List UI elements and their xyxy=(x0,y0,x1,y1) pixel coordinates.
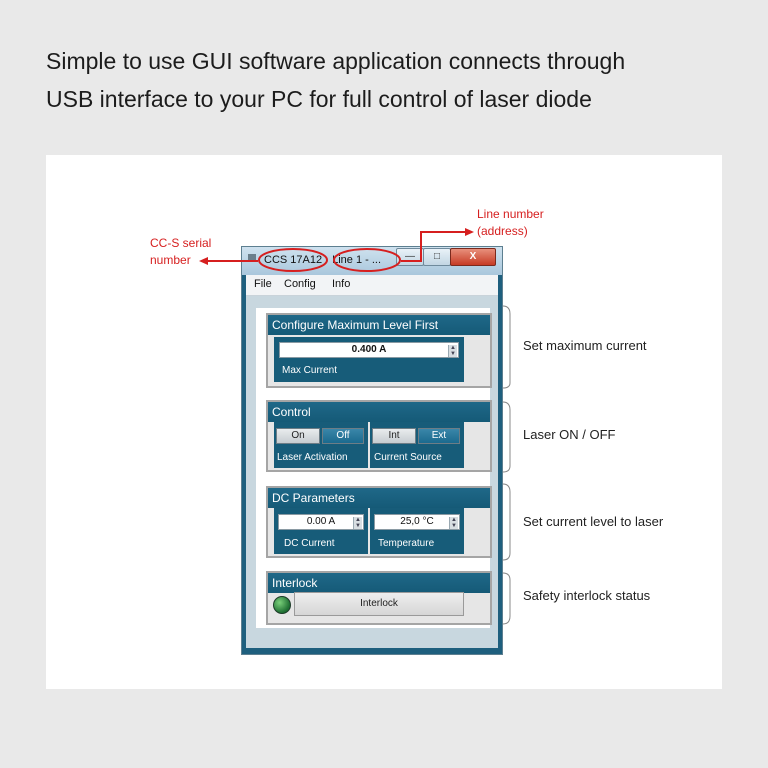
bracket-current-level xyxy=(502,483,511,561)
window-title: CCS 17A12 Line 1 - ... xyxy=(264,254,381,266)
serial-annotation-line-2: number xyxy=(150,253,191,267)
dc-current-value: 0.00 A xyxy=(306,516,336,527)
laser-activation-box: On Off Laser Activation xyxy=(274,422,368,468)
serial-highlight-ellipse xyxy=(258,248,328,272)
serial-annotation-line-1: CC-S serial xyxy=(150,236,212,250)
line-arrow-line xyxy=(401,231,467,262)
line-annotation-line-1: Line number xyxy=(477,207,544,221)
menu-info[interactable]: Info xyxy=(332,278,351,290)
callout-laser-on-off: Laser ON / OFF xyxy=(523,427,616,442)
group-interlock: Interlock Interlock xyxy=(266,571,492,625)
laser-activation-label: Laser Activation xyxy=(277,452,348,463)
group-max-level-title: Configure Maximum Level First xyxy=(268,315,490,335)
group-max-level: Configure Maximum Level First 0.400 A ▲▼… xyxy=(266,313,492,388)
serial-annotation: CC-S serial number xyxy=(150,235,211,269)
group-interlock-title: Interlock xyxy=(268,573,490,593)
callout-interlock: Safety interlock status xyxy=(523,588,651,603)
window-app-icon xyxy=(248,254,256,262)
bracket-interlock xyxy=(502,572,511,625)
temperature-box: 25,0 °C ▲▼ Temperature xyxy=(370,508,464,554)
serial-arrow-head xyxy=(199,257,208,265)
laser-on-button[interactable]: On xyxy=(276,428,320,444)
dc-current-field[interactable]: 0.00 A ▲▼ xyxy=(278,514,364,530)
interlock-button[interactable]: Interlock xyxy=(294,592,464,616)
menu-config[interactable]: Config xyxy=(284,278,316,290)
current-source-box: Int Ext Current Source xyxy=(370,422,464,468)
bracket-laser-on-off xyxy=(502,401,511,473)
callout-current-level: Set current level to laser xyxy=(523,514,664,529)
callout-max-current: Set maximum current xyxy=(523,338,647,353)
temperature-field[interactable]: 25,0 °C ▲▼ xyxy=(374,514,460,530)
laser-off-button[interactable]: Off xyxy=(322,428,364,444)
group-dc-title: DC Parameters xyxy=(268,488,490,508)
close-icon[interactable]: X xyxy=(450,248,496,266)
line-number-text: Line 1 - ... xyxy=(332,254,382,266)
line-annotation: Line number (address) xyxy=(477,206,544,240)
headline: Simple to use GUI software application c… xyxy=(46,42,736,118)
group-control-title: Control xyxy=(268,402,490,422)
status-led-icon xyxy=(273,596,291,614)
spinner-arrows-icon[interactable]: ▲▼ xyxy=(353,517,362,529)
menu-bar: File Config Info xyxy=(246,275,498,296)
current-source-label: Current Source xyxy=(374,452,442,463)
bracket-max-current xyxy=(502,305,511,389)
max-current-box: 0.400 A ▲▼ Max Current xyxy=(274,337,464,382)
line-annotation-line-2: (address) xyxy=(477,224,528,238)
group-dc-parameters: DC Parameters 0.00 A ▲▼ DC Current 25,0 … xyxy=(266,486,492,558)
source-ext-button[interactable]: Ext xyxy=(418,428,460,444)
max-current-value: 0.400 A xyxy=(351,344,387,355)
dc-current-box: 0.00 A ▲▼ DC Current xyxy=(274,508,368,554)
group-control: Control On Off Laser Activation Int Ext … xyxy=(266,400,492,472)
menu-file[interactable]: File xyxy=(254,278,272,290)
max-current-label: Max Current xyxy=(282,365,338,376)
headline-line-1: Simple to use GUI software application c… xyxy=(46,48,626,74)
temperature-label: Temperature xyxy=(378,538,435,549)
source-int-button[interactable]: Int xyxy=(372,428,416,444)
spinner-arrows-icon[interactable]: ▲▼ xyxy=(449,517,458,529)
max-current-field[interactable]: 0.400 A ▲▼ xyxy=(279,342,459,358)
dc-current-label: DC Current xyxy=(284,538,335,549)
line-highlight-ellipse xyxy=(333,248,401,272)
line-arrow-head xyxy=(465,228,474,236)
serial-number-text: CCS 17A12 xyxy=(264,254,323,266)
spinner-arrows-icon[interactable]: ▲▼ xyxy=(448,345,457,357)
temperature-value: 25,0 °C xyxy=(400,516,434,527)
headline-line-2: USB interface to your PC for full contro… xyxy=(46,86,592,112)
